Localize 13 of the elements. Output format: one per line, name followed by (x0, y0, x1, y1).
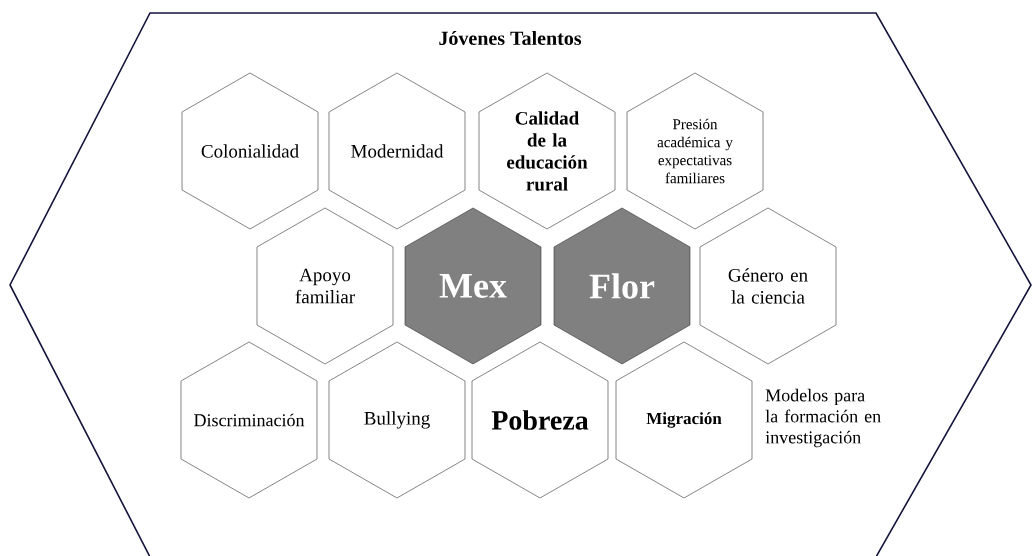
hexagon: Presión académica y expectativas familiares (626, 72, 764, 230)
hexagon: Flor (553, 207, 691, 365)
hexagon: Colonialidad (181, 72, 319, 230)
hexagon: Modernidad (328, 72, 466, 230)
hexagon: Apoyo familiar (256, 207, 394, 365)
hexagon: Calidad de la educación rural (478, 72, 616, 230)
hexagon: Pobreza (471, 341, 609, 499)
note-text: Modelos para la formación en investigación (765, 388, 881, 448)
hexagon: Género en la ciencia (699, 207, 837, 365)
hexagon: Bullying (328, 341, 466, 499)
hexagon: Discriminación (180, 341, 318, 499)
hexagon: Migración (615, 341, 753, 499)
hexagon: Mex (404, 207, 542, 365)
